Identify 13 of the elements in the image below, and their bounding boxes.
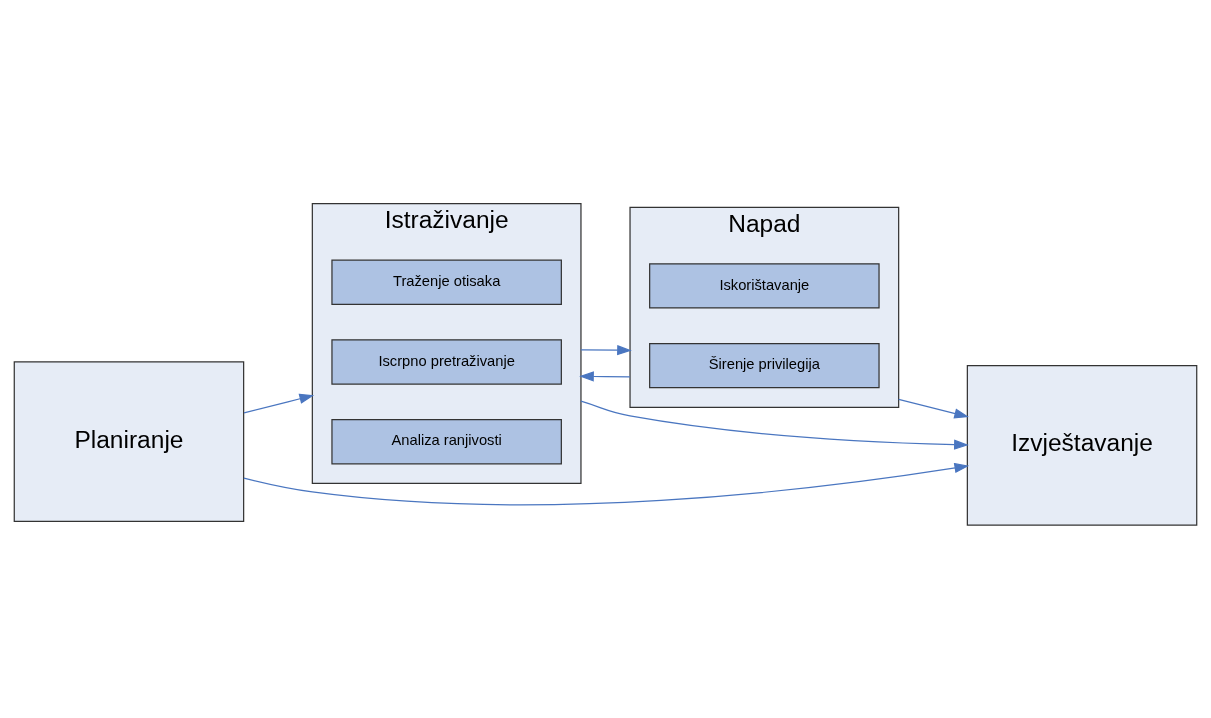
arrow <box>579 370 631 382</box>
node-box: Traženje otisaka <box>331 259 562 305</box>
arrow <box>898 398 970 418</box>
node-box: Planiranje <box>13 360 245 522</box>
node-box: Iscrpno pretraživanje <box>331 338 562 385</box>
arrow <box>580 400 969 450</box>
node-box: Analiza ranjivosti <box>331 418 562 464</box>
node-box: Iskorištavanje <box>649 262 880 309</box>
node-box: Izvještavanje <box>966 364 1198 526</box>
node-box: Širenje privilegija <box>649 342 880 388</box>
arrow <box>580 344 632 355</box>
arrow <box>243 393 315 413</box>
arrow <box>243 462 970 505</box>
